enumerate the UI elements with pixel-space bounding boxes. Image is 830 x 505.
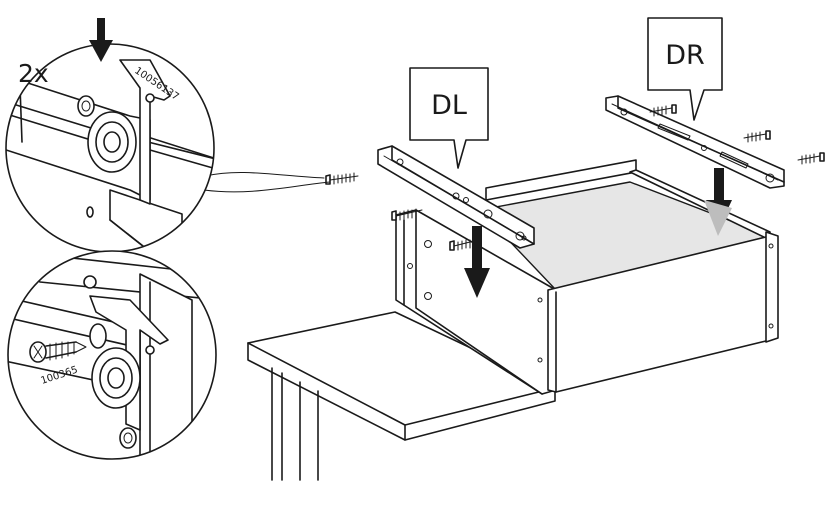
arrow-down-icon: [89, 18, 113, 62]
callout-leader: [203, 172, 331, 193]
screw: [797, 152, 825, 165]
label-dr-bubble: [647, 17, 723, 121]
label-dr: DR: [665, 40, 705, 71]
screw: [325, 172, 359, 185]
arrow-shadow: [704, 200, 732, 236]
label-dl: DL: [431, 90, 467, 121]
label-dl-bubble: [409, 67, 489, 169]
detail-view-top: [5, 43, 215, 253]
screw: [649, 104, 677, 117]
runner-left: [377, 145, 535, 249]
screw: [391, 208, 423, 221]
quantity-label: 2x: [18, 59, 49, 88]
table: [247, 311, 556, 481]
detail-view-bottom: [7, 250, 217, 460]
screw: [743, 130, 771, 143]
arrow-down-icon: [464, 226, 490, 298]
runner-right: [605, 95, 785, 189]
